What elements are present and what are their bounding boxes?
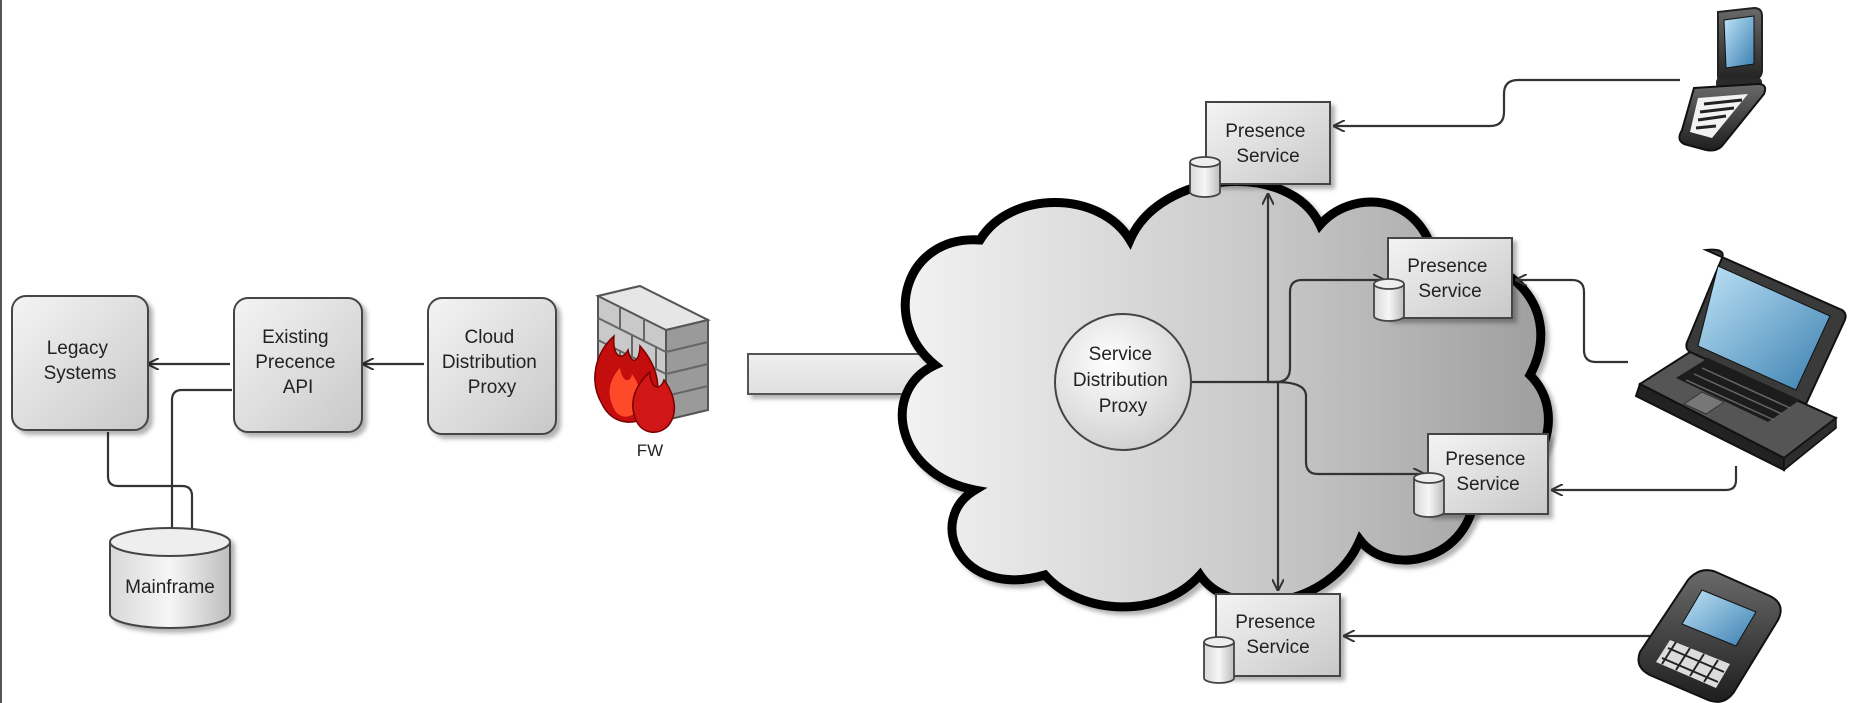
connector-to-presence-4: [1268, 380, 1278, 590]
presence-service-2-label: Presence Service: [1407, 256, 1493, 302]
service-distribution-proxy-node: [1054, 313, 1192, 451]
laptop-icon: [1634, 248, 1847, 472]
cloud-connections: [1176, 194, 1424, 590]
cloud-distribution-proxy-label: Cloud Distribution Proxy: [442, 327, 542, 398]
mainframe-label: Mainframe: [125, 577, 215, 598]
device-connections: [1334, 78, 1738, 636]
firewall-label: FW: [637, 441, 663, 460]
presence-service-2: [1373, 237, 1513, 322]
presence-service-4-label: Presence Service: [1235, 612, 1321, 658]
connector-laptop-to-presence-2: [1516, 280, 1628, 364]
smartphone-icon: [1637, 569, 1782, 703]
existing-api-node: [233, 297, 363, 433]
connector-to-presence-3: [1275, 380, 1424, 474]
left-connections: [106, 364, 424, 544]
flip-phone-icon: [1678, 6, 1767, 152]
database-icon: [1203, 642, 1235, 684]
mainframe-database: [109, 527, 231, 629]
cloud-distribution-proxy-node: [427, 297, 557, 435]
database-icon: [1373, 284, 1405, 322]
connector-legacy-to-mainframe: [106, 432, 192, 544]
presence-service-4: [1203, 593, 1341, 684]
presence-service-1-label: Presence Service: [1225, 121, 1311, 167]
presence-service-3: [1413, 433, 1549, 518]
connector-api-to-mainframe: [172, 388, 232, 544]
connector-laptop-to-presence-3: [1552, 466, 1738, 490]
presence-service-3-label: Presence Service: [1445, 449, 1531, 495]
legacy-systems-label: Legacy Systems: [44, 338, 117, 384]
legacy-systems-node: [11, 295, 149, 431]
firewall-icon: [594, 284, 711, 433]
database-icon: [1413, 478, 1445, 518]
existing-api-label: Existing Precence API: [255, 327, 341, 398]
database-icon: [1189, 162, 1221, 198]
connector-flip-phone: [1334, 78, 1680, 126]
service-distribution-proxy-label: Service Distribution Proxy: [1073, 344, 1173, 417]
presence-service-1: [1189, 101, 1331, 198]
